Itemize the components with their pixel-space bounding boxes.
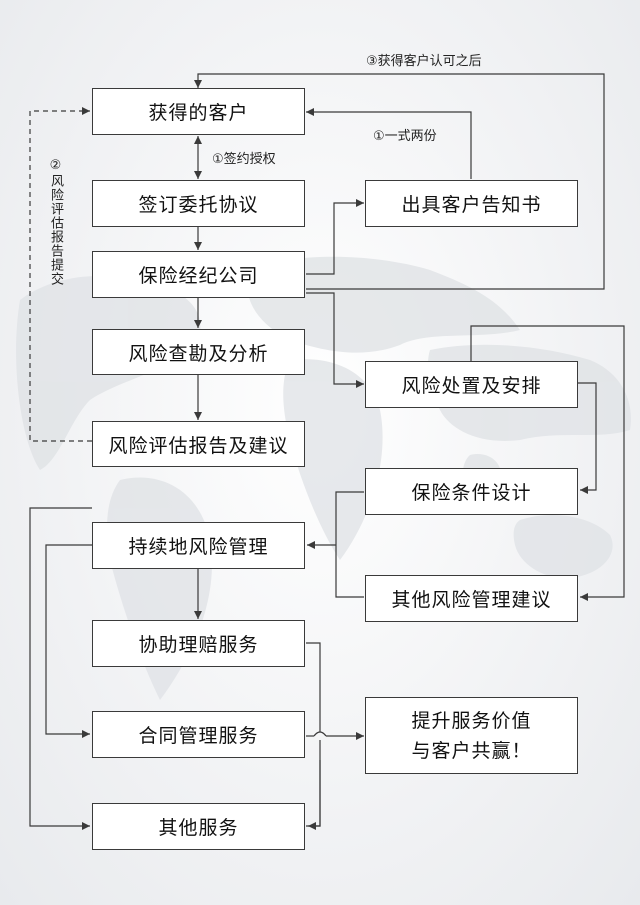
box-get-client: 获得的客户 [92,88,305,135]
connector-notice-client [306,108,472,179]
box-assessment-report: 风险评估报告及建议 [92,421,305,467]
box-survey: 风险查勘及分析 [92,329,305,375]
connector-claims-value [306,642,321,732]
connector-approval-loop [194,73,605,290]
box-insurance-design: 保险条件设计 [365,468,578,515]
value-line-1: 提升服务价值 [411,709,532,732]
value-line-2: 与客户共赢！ [411,739,532,762]
label-sign-authorize: ①签约授权 [212,152,276,167]
connector-other-value [306,740,321,827]
connector-design-mgmt [335,491,364,598]
box-sign-agreement: 签订委托协议 [92,180,305,227]
box-claims: 协助理赔服务 [92,620,305,667]
box-continuous-mgmt: 持续地风险管理 [92,522,305,569]
label-submit-report: ②风险评估报告提交 [48,158,63,286]
box-risk-handling: 风险处置及安排 [365,361,578,408]
box-contract-mgmt: 合同管理服务 [92,711,305,758]
box-broker: 保险经纪公司 [92,251,305,298]
box-value: 提升服务价值 与客户共赢！ [365,697,578,774]
connector-crossover [313,731,327,737]
connector-broker-handling [306,292,364,388]
label-after-approval: ③获得客户认可之后 [366,54,482,69]
connector-mgmt-contract [45,544,92,738]
label-duplicate: ①一式两份 [373,129,437,144]
connector-mgmt-other [29,507,92,830]
connector-handling-design [578,382,597,494]
box-other-advice: 其他风险管理建议 [365,575,578,622]
box-client-notice: 出具客户告知书 [365,180,578,227]
connector-report-submit [29,107,92,442]
connector-handling-advice [470,325,625,601]
connector-broker-notice [306,199,364,275]
connector-value-other [308,760,321,830]
box-other-services: 其他服务 [92,803,305,850]
